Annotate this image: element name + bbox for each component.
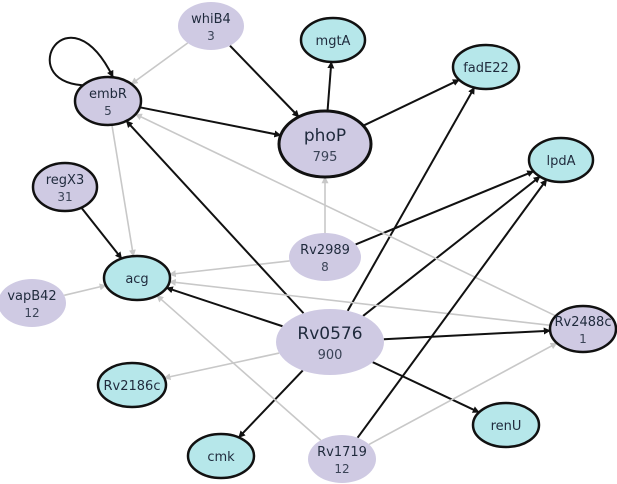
edge-phoP-to-fadE22: [362, 78, 460, 127]
edge-embR-to-acg: [111, 124, 136, 257]
node-label: mgtA: [316, 34, 351, 49]
node-Rv2488c[interactable]: Rv2488c 1: [548, 304, 617, 354]
node-label: whiB4: [191, 12, 231, 27]
node-count: 8: [321, 260, 329, 274]
node-renU[interactable]: renU: [471, 401, 541, 449]
node-ellipse[interactable]: [451, 43, 521, 91]
edge-Rv0576-to-acg: [165, 286, 283, 328]
node-label: embR: [89, 87, 127, 102]
node-ellipse[interactable]: [299, 16, 367, 64]
node-vapB42[interactable]: vapB42 12: [0, 279, 66, 327]
edge-Rv0576-to-Rv2488c: [383, 327, 551, 341]
node-ellipse[interactable]: [308, 435, 376, 483]
node-ellipse[interactable]: [289, 233, 361, 281]
node-label: Rv2488c: [555, 315, 612, 330]
node-lpdA[interactable]: lpdA: [527, 136, 595, 184]
edge-Rv0576-to-lpdA: [362, 175, 541, 317]
node-count: 12: [334, 462, 349, 476]
node-ellipse[interactable]: [178, 2, 244, 50]
node-label: renU: [491, 419, 522, 434]
node-regX3[interactable]: regX3 31: [31, 161, 99, 213]
node-ellipse[interactable]: [96, 361, 168, 409]
edge-whiB4-to-embR: [130, 42, 189, 85]
node-Rv1719[interactable]: Rv1719 12: [308, 435, 376, 483]
node-ellipse[interactable]: [471, 401, 541, 449]
edge-Rv2989-to-acg: [168, 260, 290, 278]
edge-Rv1719-to-Rv2488c: [368, 342, 558, 446]
node-embR[interactable]: embR 5: [73, 75, 143, 127]
node-ellipse[interactable]: [548, 304, 617, 354]
edge-whiB4-to-phoP: [229, 44, 300, 118]
node-label: regX3: [46, 173, 85, 188]
edge-Rv2488c-to-embR: [134, 113, 557, 317]
edge-phoP-to-mgtA: [326, 61, 335, 112]
node-label: Rv2989: [300, 243, 350, 258]
edge-Rv2989-to-lpdA: [355, 170, 535, 246]
node-mgtA[interactable]: mgtA: [299, 16, 367, 64]
edge-embR-to-embR: [48, 36, 114, 87]
node-phoP[interactable]: phoP 795: [277, 109, 373, 179]
node-label: fadE22: [463, 61, 509, 76]
node-label: acg: [125, 272, 148, 287]
node-label: Rv2186c: [104, 379, 161, 394]
node-count: 12: [24, 306, 39, 320]
edge-regX3-to-acg: [80, 207, 123, 260]
edge-Rv0576-to-cmk: [238, 369, 304, 439]
edge-Rv1719-to-acg: [156, 294, 322, 441]
edge-Rv0576-to-renU: [372, 361, 480, 414]
node-count: 900: [318, 348, 343, 363]
node-ellipse[interactable]: [102, 254, 172, 302]
node-ellipse[interactable]: [186, 432, 256, 480]
node-ellipse[interactable]: [73, 75, 143, 127]
edge-embR-to-phoP: [139, 106, 282, 138]
edges-layer: [48, 36, 558, 446]
node-cmk[interactable]: cmk: [186, 432, 256, 480]
node-ellipse[interactable]: [276, 309, 384, 375]
node-acg[interactable]: acg: [102, 254, 172, 302]
node-label: phoP: [304, 126, 346, 146]
node-fadE22[interactable]: fadE22: [451, 43, 521, 91]
node-label: Rv0576: [297, 324, 362, 344]
node-label: vapB42: [7, 289, 56, 304]
node-label: Rv1719: [317, 445, 367, 460]
node-count: 3: [207, 29, 215, 43]
node-Rv0576[interactable]: Rv0576 900: [276, 309, 384, 375]
edge-Rv0576-to-fadE22: [346, 86, 476, 312]
node-count: 5: [104, 104, 112, 118]
node-ellipse[interactable]: [31, 161, 99, 213]
node-count: 31: [57, 190, 72, 204]
node-count: 795: [313, 150, 338, 165]
node-label: cmk: [207, 450, 235, 465]
node-label: lpdA: [546, 154, 575, 169]
edge-Rv0576-to-Rv2186c: [163, 352, 280, 381]
node-ellipse[interactable]: [277, 109, 373, 179]
node-Rv2989[interactable]: Rv2989 8: [289, 233, 361, 281]
edge-Rv2488c-to-acg: [168, 278, 551, 327]
node-Rv2186c[interactable]: Rv2186c: [96, 361, 168, 409]
node-whiB4[interactable]: whiB4 3: [178, 2, 244, 50]
edge-vapB42-to-acg: [64, 283, 107, 297]
node-count: 1: [579, 332, 587, 346]
edge-Rv1719-to-lpdA: [356, 179, 548, 439]
edge-Rv0576-to-embR: [125, 120, 305, 314]
node-ellipse[interactable]: [527, 136, 595, 184]
node-ellipse[interactable]: [0, 279, 66, 327]
